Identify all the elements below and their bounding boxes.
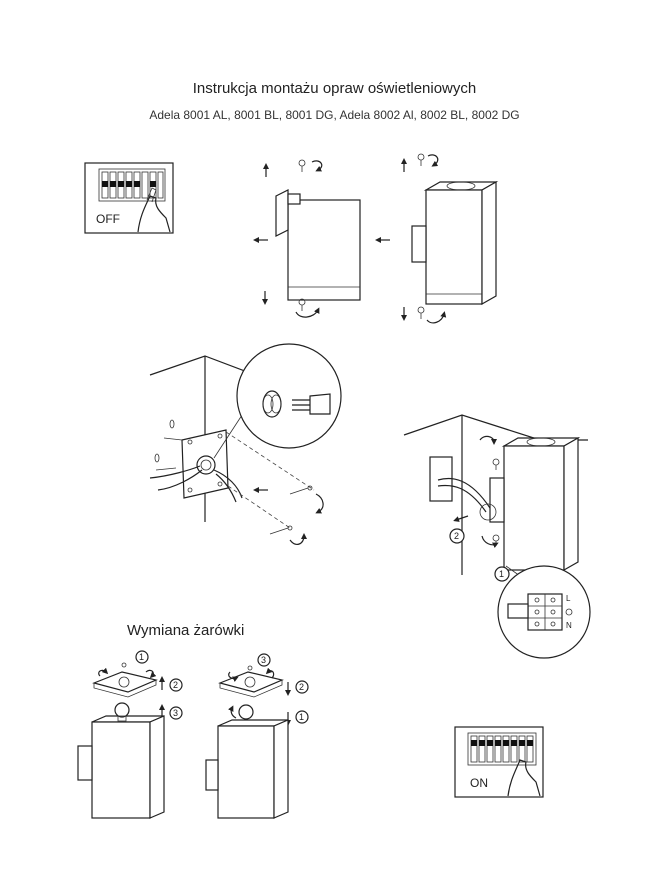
fixture-install-diagram: 2 1 L N	[403, 414, 591, 659]
off-label: OFF	[96, 212, 120, 226]
terminal-neutral-label: N	[566, 621, 572, 630]
breaker-panel-on	[454, 726, 544, 798]
wall-mount-diagram	[149, 343, 342, 545]
step-number-1: 1	[299, 712, 304, 722]
bulb-replace-left: 1 2 3	[77, 650, 183, 819]
step-number-1: 1	[139, 652, 144, 662]
bulb-replacement-heading: Wymiana żarówki	[127, 622, 245, 639]
page-title: Instrukcja montażu opraw oświetleniowych	[192, 80, 477, 97]
step-number-2: 2	[299, 682, 304, 692]
fixture-double-top	[375, 153, 499, 324]
fixture-single-top	[253, 159, 361, 318]
step-number-1: 1	[499, 569, 504, 579]
bulb-replace-right: 3 2 1	[205, 653, 309, 819]
on-label: ON	[470, 776, 488, 790]
model-list: Adela 8001 AL, 8001 BL, 8001 DG, Adela 8…	[149, 108, 520, 122]
terminal-live-label: L	[566, 594, 571, 603]
breaker-panel-off	[84, 162, 174, 234]
step-number-2: 2	[173, 680, 178, 690]
step-number-2: 2	[454, 531, 459, 541]
step-number-3: 3	[173, 708, 178, 718]
step-number-3: 3	[261, 655, 266, 665]
